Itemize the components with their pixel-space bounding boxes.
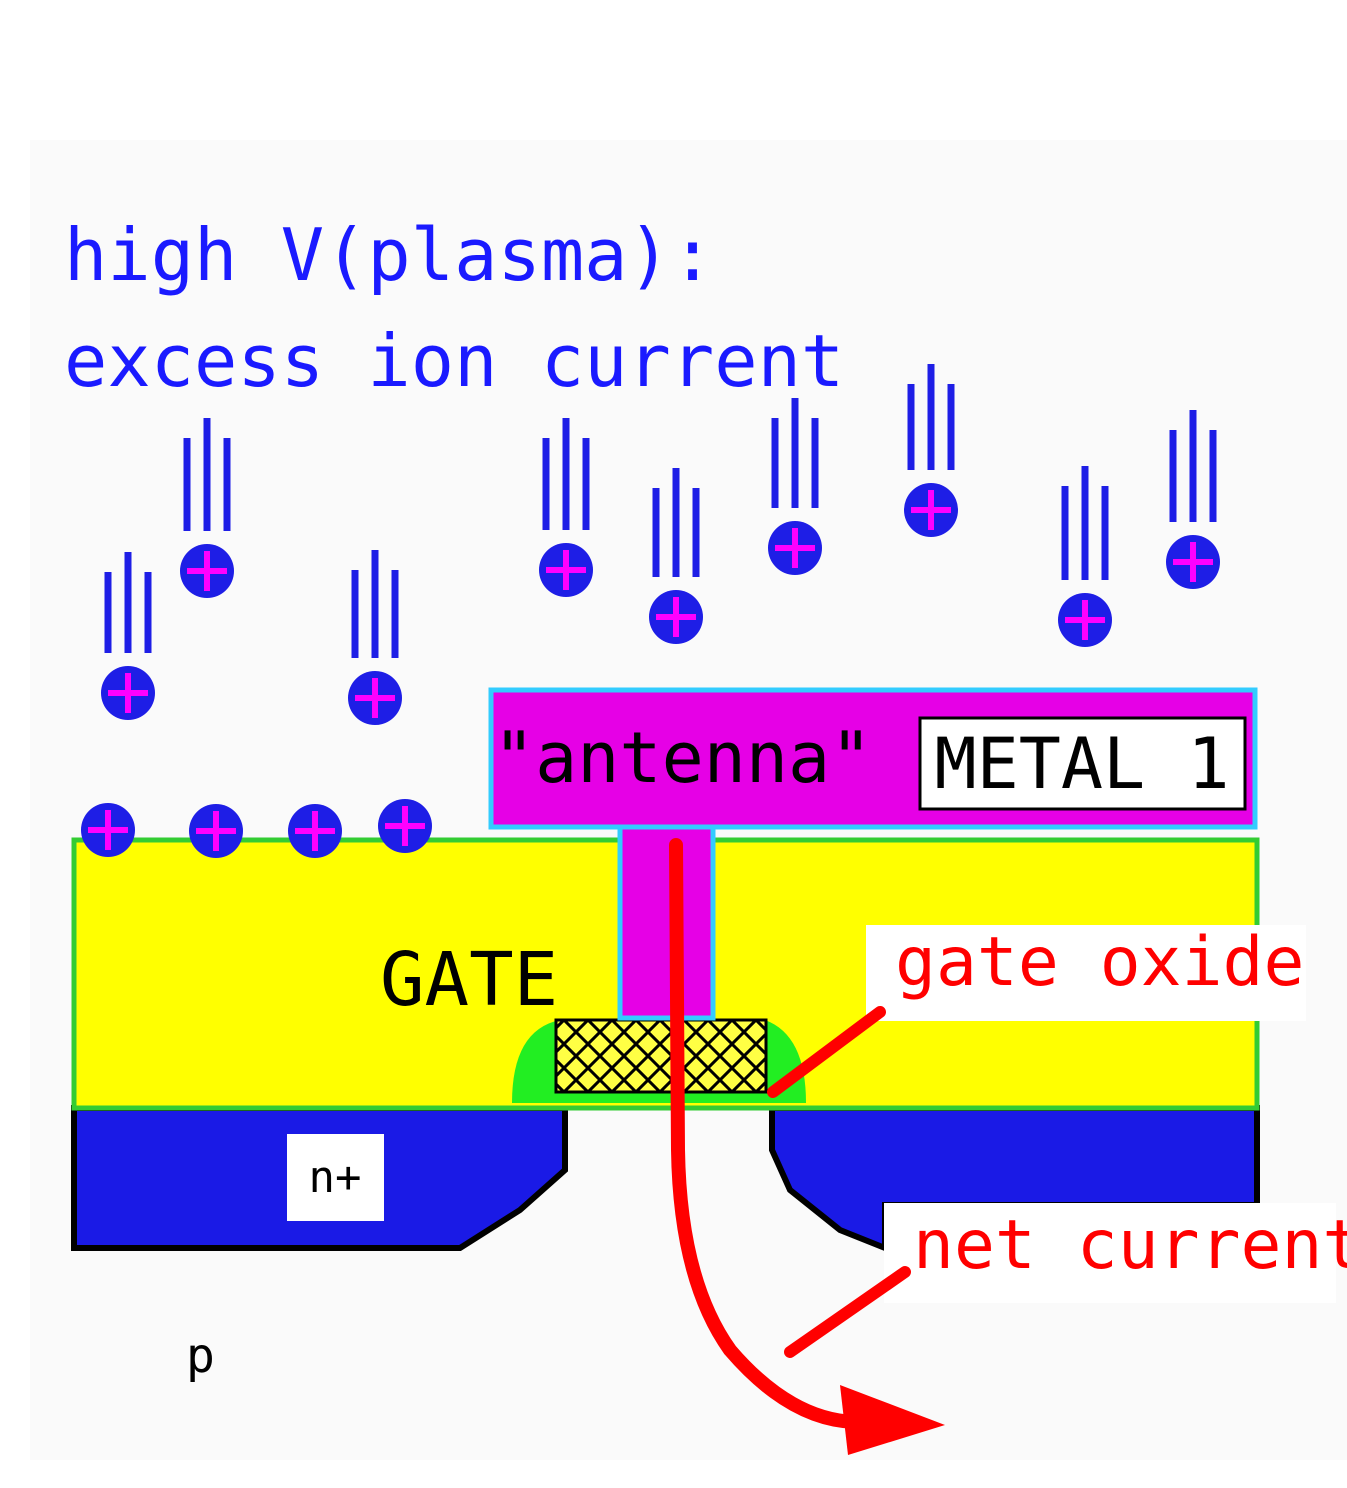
ion-trail xyxy=(1169,410,1217,522)
ion-plus-sign xyxy=(108,673,148,713)
ion-trail xyxy=(907,364,955,470)
falling-ion xyxy=(649,590,703,644)
falling-ion xyxy=(348,671,402,725)
ion-plus-sign xyxy=(187,551,227,591)
substrate-label: p xyxy=(186,1328,215,1384)
ion-plus-sign xyxy=(775,528,815,568)
ion-trail xyxy=(542,418,590,530)
net-current-label-box xyxy=(884,1203,1336,1303)
n-plus-label-box xyxy=(287,1134,384,1221)
gate-oxide-label-box xyxy=(866,925,1306,1021)
title-line-1: high V(plasma): xyxy=(64,213,714,297)
ion-trail xyxy=(1061,466,1109,580)
ion-trail xyxy=(351,550,399,658)
gate-oxide-layer xyxy=(554,1018,768,1094)
metal-via xyxy=(617,823,716,1021)
gate-oxide-pointer xyxy=(767,1006,886,1098)
title-line-2: excess ion current xyxy=(64,319,844,403)
gate-label: GATE xyxy=(380,937,558,1023)
metal-label-box xyxy=(918,716,1247,811)
net-current-arrow xyxy=(669,838,862,1429)
accumulated-ion xyxy=(288,804,342,858)
gate-oxide-label: gate oxide xyxy=(895,923,1304,1002)
ion-plus-sign xyxy=(911,490,951,530)
n-plus-label: n+ xyxy=(309,1152,362,1203)
ion-trail xyxy=(183,418,231,531)
falling-ion xyxy=(539,543,593,597)
falling-ion xyxy=(768,521,822,575)
ion-trail xyxy=(652,468,700,577)
ion-plus-sign xyxy=(385,806,425,846)
accumulated-ion xyxy=(81,803,135,857)
falling-ion xyxy=(180,544,234,598)
net-current-label: net current xyxy=(913,1206,1347,1285)
ion-plus-sign xyxy=(88,810,128,850)
ion-plus-sign xyxy=(295,811,335,851)
ion-trail xyxy=(771,398,819,508)
falling-ion xyxy=(1058,593,1112,647)
ion-plus-sign xyxy=(355,678,395,718)
net-current-pointer xyxy=(784,1266,911,1358)
metal-label: METAL 1 xyxy=(934,723,1229,805)
ion-group xyxy=(81,364,1220,858)
ion-plus-sign xyxy=(546,550,586,590)
accumulated-ion xyxy=(189,804,243,858)
antenna-label: "antenna" xyxy=(493,717,872,799)
ion-plus-sign xyxy=(1065,600,1105,640)
ion-plus-sign xyxy=(196,811,236,851)
falling-ion xyxy=(904,483,958,537)
net-current-arrowhead xyxy=(840,1385,945,1455)
ion-plus-sign xyxy=(1173,542,1213,582)
accumulated-ion xyxy=(378,799,432,853)
falling-ion xyxy=(101,666,155,720)
ion-plus-sign xyxy=(656,597,696,637)
ion-trail xyxy=(104,552,152,653)
falling-ion xyxy=(1166,535,1220,589)
